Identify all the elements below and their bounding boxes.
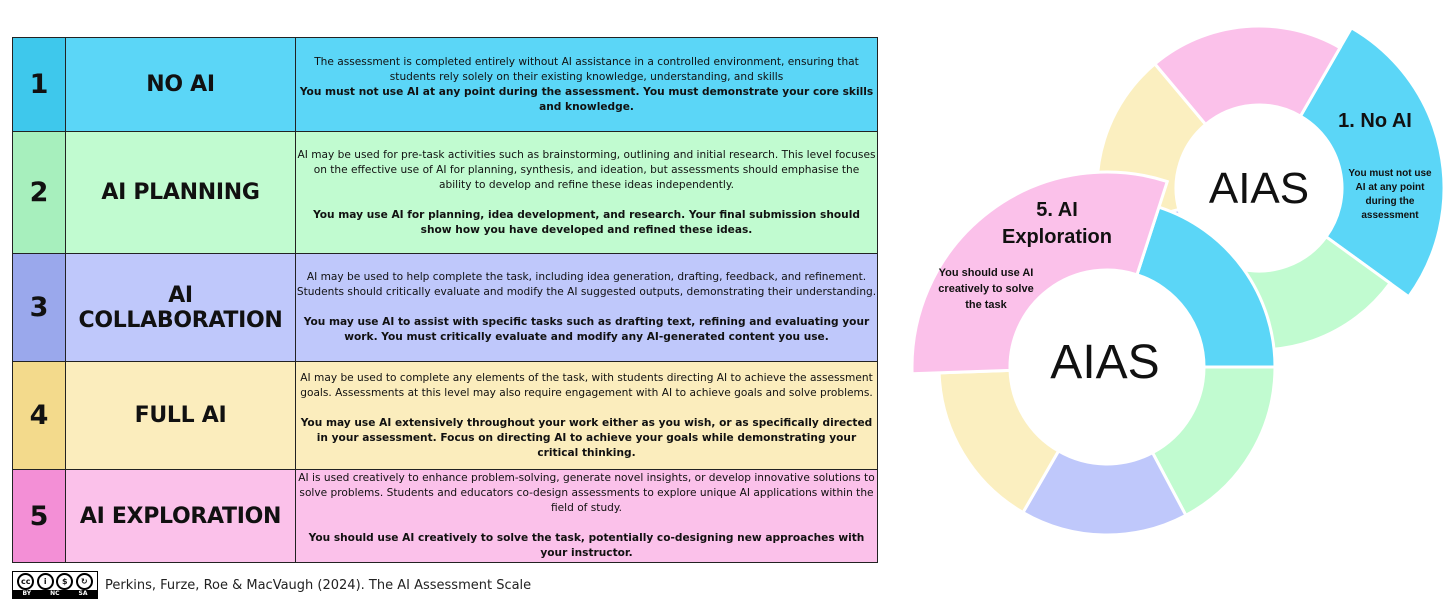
citation-text: Perkins, Furze, Roe & MacVaugh (2024). T… [105,577,532,593]
cc-by-nc-sa-icon: cc i $ ↻ BY NC SA [12,571,98,599]
back-ring-center-label: AIAS [1209,164,1309,213]
scale-row-level-2: 2 AI PLANNING AI may be used for pre-tas… [12,131,878,254]
level-number: 3 [12,253,66,362]
back-ring-highlight-text-line: AI at any point [1356,182,1426,193]
back-ring-highlight-text-line: You must not use [1348,168,1432,179]
front-ring-diagram [910,170,1277,537]
level-rule: You should use AI creatively to solve th… [308,532,865,559]
scale-row-level-4: 4 FULL AI AI may be used to complete any… [12,361,878,470]
level-number: 2 [12,131,66,254]
level-description-cell: AI is used creatively to enhance problem… [295,469,878,563]
ring-center-circle [1176,105,1342,271]
license-label: BY [22,590,32,597]
level-name: AI COLLABORATION [65,253,296,362]
cropped-text-fragment [610,598,730,605]
level-description-cell: The assessment is completed entirely wit… [295,37,878,132]
ring-labels: AIAS 1. No AI You must not use AI at any… [938,110,1432,389]
level-number: 4 [12,361,66,470]
front-ring-center-label: AIAS [1050,336,1159,389]
assessment-scale-table: 1 NO AI The assessment is completed enti… [12,37,878,563]
aias-ring-diagrams: AIAS 1. No AI You must not use AI at any… [910,24,1446,537]
level-rule: You must not use AI at any point during … [299,85,874,113]
back-ring-highlight-text-line: assessment [1361,210,1419,221]
level-name: FULL AI [65,361,296,470]
license-label: SA [78,590,88,597]
level-description: AI may be used to help complete the task… [296,271,877,298]
level-number: 5 [12,469,66,563]
level-name: NO AI [65,37,296,132]
level-number: 1 [12,37,66,132]
scale-row-level-3: 3 AI COLLABORATION AI may be used to hel… [12,253,878,362]
level-description-cell: AI may be used for pre-task activities s… [295,131,878,254]
front-ring-highlight-text-line: the task [965,299,1007,311]
front-ring-highlight-title-line: Exploration [1002,226,1112,248]
level-description: AI may be used to complete any elements … [300,371,873,399]
level-rule: You may use AI to assist with specific t… [303,316,870,343]
level-name: AI PLANNING [65,131,296,254]
level-description: AI is used creatively to enhance problem… [298,472,875,514]
license-label: NC [50,590,60,597]
front-ring-highlight-title-line: 5. AI [1036,199,1078,221]
front-ring-highlight-text-line: You should use AI [939,267,1034,279]
front-ring-highlight-text-line: creatively to solve [938,283,1033,295]
level-description: AI may be used for pre-task activities s… [297,148,876,191]
level-description-cell: AI may be used to help complete the task… [295,253,878,362]
scale-row-level-1: 1 NO AI The assessment is completed enti… [12,37,878,132]
back-ring-highlight-text-line: during the [1366,196,1415,207]
level-description: The assessment is completed entirely wit… [314,55,859,83]
level-description-cell: AI may be used to complete any elements … [295,361,878,470]
citation-footer: cc i $ ↻ BY NC SA Perkins, Furze, Roe & … [12,571,531,599]
level-rule: You may use AI extensively throughout yo… [300,416,873,459]
scale-row-level-5: 5 AI EXPLORATION AI is used creatively t… [12,469,878,563]
ring-center-circle [1010,270,1204,464]
back-ring-highlight-title: 1. No AI [1338,110,1412,132]
level-rule: You may use AI for planning, idea develo… [313,208,860,236]
level-name: AI EXPLORATION [65,469,296,563]
